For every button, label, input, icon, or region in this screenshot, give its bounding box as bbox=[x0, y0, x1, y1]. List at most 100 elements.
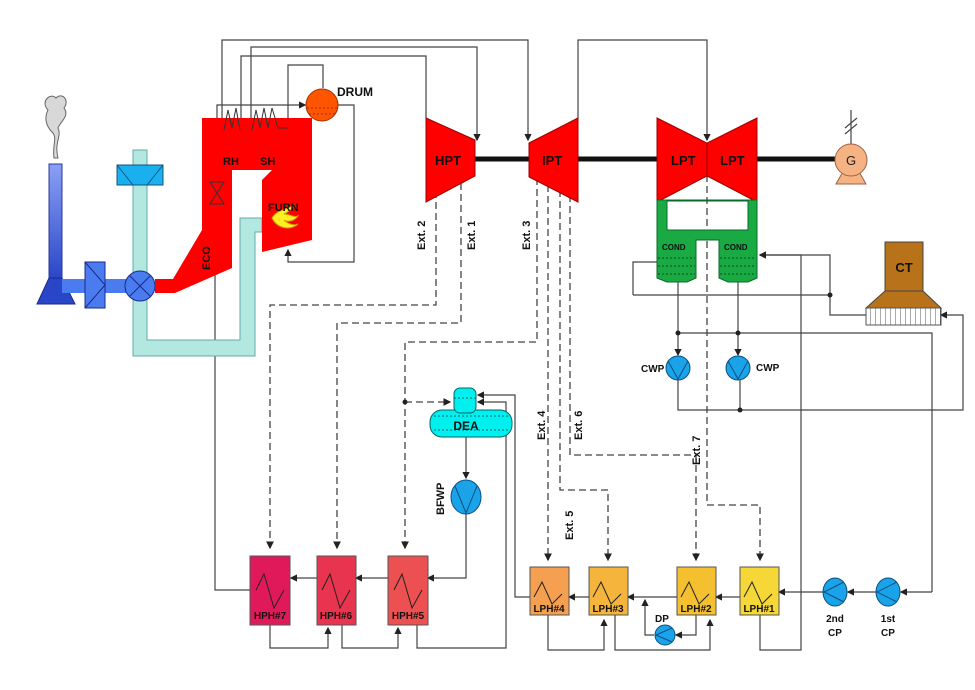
extraction-labels: Ext. 1 Ext. 2 Ext. 3 Ext. 4 Ext. 5 Ext. … bbox=[416, 221, 703, 540]
deaerator-level bbox=[434, 397, 508, 431]
lph1-label: LPH#1 bbox=[743, 604, 775, 615]
ipt-label: IPT bbox=[542, 153, 562, 168]
ext2-label: Ext. 2 bbox=[416, 221, 428, 250]
hotwell-level bbox=[658, 257, 756, 275]
ext6-label: Ext. 6 bbox=[573, 411, 585, 440]
boiler-body bbox=[155, 118, 312, 293]
fd-fan bbox=[116, 164, 164, 186]
heater-coil-icon bbox=[743, 580, 773, 605]
drain-pump[interactable] bbox=[654, 624, 676, 646]
turbine-train: HPT IPT LPT LPT G bbox=[425, 117, 868, 203]
dp-label: DP bbox=[655, 614, 669, 625]
bfwp[interactable] bbox=[450, 479, 482, 515]
ext3-line bbox=[401, 178, 538, 550]
pipe-cwp-header bbox=[678, 332, 933, 592]
heater-coil-icon bbox=[680, 580, 710, 605]
cp1-label-line1: 1st bbox=[881, 614, 896, 625]
heater-coil-icon bbox=[255, 572, 285, 610]
bfwp-label: BFWP bbox=[435, 483, 447, 515]
air-heater-mark bbox=[129, 275, 151, 297]
valve-icon bbox=[209, 181, 225, 205]
lpt-a-label: LPT bbox=[671, 153, 696, 168]
ext7-line bbox=[706, 175, 764, 562]
ext5-label: Ext. 5 bbox=[564, 511, 576, 540]
lph4 bbox=[529, 566, 570, 616]
pipe-crossover bbox=[577, 39, 711, 142]
pipe-hph-drain-6 bbox=[341, 625, 402, 649]
extraction-lines bbox=[266, 172, 764, 562]
lph4-label: LPH#4 bbox=[533, 604, 565, 615]
ext1-label: Ext. 1 bbox=[466, 221, 478, 250]
id-fan bbox=[84, 261, 106, 309]
generator bbox=[834, 143, 868, 177]
fan-mark bbox=[84, 261, 106, 309]
lph3 bbox=[588, 566, 629, 616]
smoke-icon bbox=[44, 95, 67, 159]
heater-coil-icon bbox=[592, 580, 622, 605]
cwp-a[interactable] bbox=[665, 355, 691, 381]
ext6-line bbox=[569, 195, 700, 562]
pipe-feedwater-eco bbox=[211, 206, 250, 591]
lph2 bbox=[676, 566, 717, 616]
junction bbox=[675, 330, 681, 336]
cp2-label-line1: 2nd bbox=[826, 614, 844, 625]
cooling-tower-body bbox=[864, 290, 943, 309]
pipe-main-steam bbox=[250, 46, 481, 142]
condensate-pump-1[interactable] bbox=[875, 577, 901, 607]
boiler: DRUM RH SH FURN ECO bbox=[155, 85, 373, 293]
junction bbox=[827, 292, 833, 298]
pipe-lph4-dea bbox=[476, 391, 530, 598]
cooling-tower: CT bbox=[864, 241, 943, 326]
condensate-pump-2[interactable] bbox=[822, 577, 848, 607]
drum-label: DRUM bbox=[337, 85, 373, 99]
ip-turbine bbox=[528, 117, 579, 203]
ext2-line bbox=[266, 180, 437, 550]
hph7-label: HPH#7 bbox=[254, 611, 287, 622]
ext4-label: Ext. 4 bbox=[536, 410, 548, 440]
pipe-lph2-dp bbox=[674, 615, 697, 639]
pipe-hph-drain-7 bbox=[269, 625, 332, 649]
generator-output bbox=[844, 110, 858, 144]
deaerator-dome bbox=[453, 387, 477, 414]
pipe-hph-drain-5 bbox=[416, 398, 507, 649]
pipe-sh-drum bbox=[287, 64, 324, 138]
pipe-lph3-drain bbox=[614, 615, 714, 651]
lph2-label: LPH#2 bbox=[680, 604, 712, 615]
cwp-b-label: CWP bbox=[756, 363, 780, 374]
cwp-b[interactable] bbox=[725, 355, 751, 381]
pump-icon bbox=[875, 581, 898, 603]
lph1 bbox=[739, 566, 780, 616]
flame-icon bbox=[271, 203, 300, 229]
drum bbox=[305, 88, 339, 122]
pump-icon bbox=[667, 360, 689, 381]
cooling-tower-fill bbox=[865, 307, 942, 326]
condenser-body bbox=[656, 199, 758, 283]
hp-turbine bbox=[425, 117, 476, 203]
rh-label: RH bbox=[223, 156, 239, 168]
hph5-label: HPH#5 bbox=[392, 611, 425, 622]
ext3-label: Ext. 3 bbox=[521, 221, 533, 250]
pipe-cold-reheat bbox=[240, 55, 427, 130]
dea-label: DEA bbox=[453, 419, 479, 433]
generator-label: G bbox=[846, 153, 856, 168]
pipe-lph4-drain bbox=[547, 615, 608, 651]
deaerator: DEA bbox=[429, 387, 513, 438]
junction bbox=[737, 407, 743, 413]
hp-heaters: HPH#7 HPH#6 HPH#5 bbox=[249, 555, 429, 626]
ext7-label: Ext. 7 bbox=[691, 436, 703, 465]
sh-label: SH bbox=[260, 156, 275, 168]
hph6-label: HPH#6 bbox=[320, 611, 353, 622]
ct-label: CT bbox=[895, 260, 912, 275]
chimney-base bbox=[36, 277, 76, 305]
pipe-cw-loop bbox=[632, 258, 667, 295]
lph3-label: LPH#3 bbox=[592, 604, 624, 615]
eco-label: ECO bbox=[201, 246, 213, 270]
flue-gas-system bbox=[36, 95, 263, 357]
pipe-cw-header bbox=[633, 294, 866, 316]
hpt-label: HPT bbox=[435, 153, 461, 168]
furn-label: FURN bbox=[268, 202, 299, 214]
ext1-line bbox=[333, 172, 462, 550]
fan-mark bbox=[116, 164, 164, 186]
drum-water-level bbox=[307, 107, 337, 115]
